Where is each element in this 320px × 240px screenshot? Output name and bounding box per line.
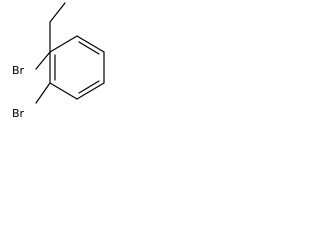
ring-bond-bottom-right — [76, 82, 105, 100]
ring-bond-top-right — [76, 35, 105, 53]
bromine-bond-upper — [35, 51, 51, 70]
methyl-bond-tip — [49, 2, 66, 23]
bromine-bond-lower — [35, 82, 51, 104]
ring-double-bond-bottom-right — [78, 80, 100, 94]
molecule-drawing: Br Br — [12, 2, 105, 120]
bromine-label-upper: Br — [12, 64, 25, 77]
ring-double-bond-top-right — [78, 41, 100, 55]
ring-bond-bottom-left — [49, 82, 78, 100]
bromine-label-lower: Br — [12, 107, 25, 120]
ring-bond-top-left — [49, 35, 78, 53]
structure-diagram: Br Br — [0, 0, 138, 150]
